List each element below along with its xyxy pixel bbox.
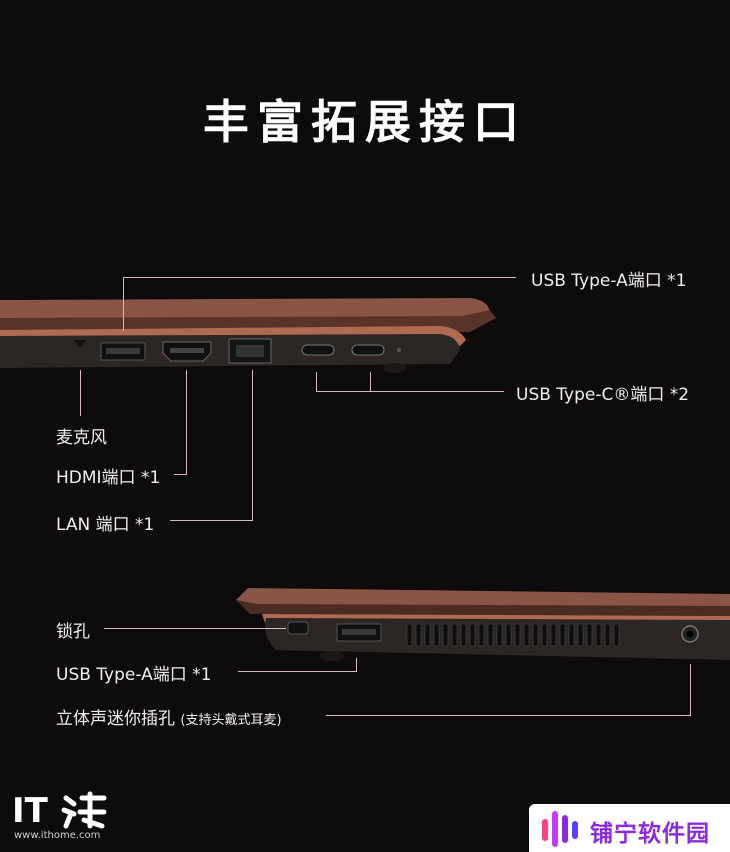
callout-line-audio-v: [690, 664, 691, 716]
vent-slot: [595, 623, 602, 647]
vent-slot: [541, 623, 548, 647]
vent-slot: [451, 623, 458, 647]
vent-slot: [496, 623, 503, 647]
callout-line-audio-h: [326, 715, 691, 716]
vent-slot: [613, 623, 620, 647]
callout-line-hdmi-h: [174, 474, 187, 475]
label-hdmi: HDMI端口 *1: [56, 468, 161, 488]
vent-slot: [559, 623, 566, 647]
vent-slot: [568, 623, 575, 647]
usb-c-port-2: [351, 344, 385, 356]
callout-line-usbc-v1: [316, 372, 317, 391]
vent-slot: [577, 623, 584, 647]
ithome-logo-glyph: [61, 791, 107, 829]
vent-slot: [406, 623, 413, 647]
vent-slot: [514, 623, 521, 647]
vent-slot: [586, 623, 593, 647]
lock-slot: [287, 621, 309, 635]
audio-jack-hole: [686, 630, 694, 638]
label-audio: 立体声迷你插孔 (支持头戴式耳麦): [56, 704, 282, 729]
label-audio-note: (支持头戴式耳麦): [180, 713, 282, 728]
hdmi-tongue: [170, 348, 204, 353]
label-usb-a-left: USB Type-A端口 *1: [531, 271, 687, 291]
vent-slot: [505, 623, 512, 647]
vent-slot: [433, 623, 440, 647]
callout-line-usbc-h: [316, 391, 504, 392]
logo-bar-2: [552, 811, 558, 847]
laptop-left-side: [0, 298, 496, 373]
vent-slot: [424, 623, 431, 647]
label-usb-c: USB Type-C®端口 *2: [516, 385, 690, 405]
logo-bar-1: [542, 819, 548, 841]
foot-right: [320, 651, 344, 661]
vent-slot: [487, 623, 494, 647]
label-lock: 锁孔: [56, 622, 90, 642]
callout-line-lan-v: [252, 370, 253, 521]
laptop-right-side: [236, 588, 730, 661]
lan-socket: [236, 345, 264, 357]
laptop-lid-edge-right: [236, 600, 730, 616]
laptop-lid-left: [0, 298, 490, 320]
callout-line-usba-v: [123, 277, 124, 331]
logo-bar-3: [562, 815, 568, 843]
vent-slot: [478, 623, 485, 647]
label-lan: LAN 端口 *1: [56, 515, 155, 535]
vent-slot: [442, 623, 449, 647]
usb-a-tongue-left: [106, 348, 140, 354]
callout-line-usba-right-v: [356, 658, 357, 672]
logo-bar-4: [572, 821, 578, 839]
vent-slot: [460, 623, 467, 647]
usb-a-tongue-right: [342, 629, 376, 635]
vent-slot: [469, 623, 476, 647]
site-watermark-text: 铺宁软件园: [590, 821, 710, 847]
callout-line-hdmi-v: [186, 370, 187, 474]
callout-line-lan-h: [170, 520, 253, 521]
callout-line-mic: [80, 370, 81, 416]
mic-hole: [74, 340, 86, 348]
foot-left: [383, 363, 407, 373]
ithome-logo-it: IT: [12, 791, 49, 830]
callout-line-usba-right-h: [238, 671, 357, 672]
page-title: 丰富拓展接口: [203, 95, 527, 149]
site-logo-icon: [542, 811, 578, 847]
vent-grill: [406, 623, 620, 647]
vent-slot: [523, 623, 530, 647]
ithome-url: www.ithome.com: [14, 830, 101, 841]
vent-slot: [550, 623, 557, 647]
led-dot: [397, 348, 401, 352]
label-audio-main: 立体声迷你插孔: [56, 709, 175, 729]
vent-slot: [604, 623, 611, 647]
callout-line-usba-h: [123, 277, 516, 278]
label-usb-a-right: USB Type-A端口 *1: [56, 665, 212, 685]
callout-line-lock: [104, 628, 286, 629]
ithome-logo: IT: [12, 790, 112, 834]
ithome-logo-icon: IT: [12, 791, 107, 831]
vent-slot: [532, 623, 539, 647]
usb-c-port-1: [301, 344, 335, 356]
label-mic: 麦克风: [56, 428, 107, 448]
vent-slot: [415, 623, 422, 647]
callout-line-usbc-v2: [370, 372, 371, 391]
